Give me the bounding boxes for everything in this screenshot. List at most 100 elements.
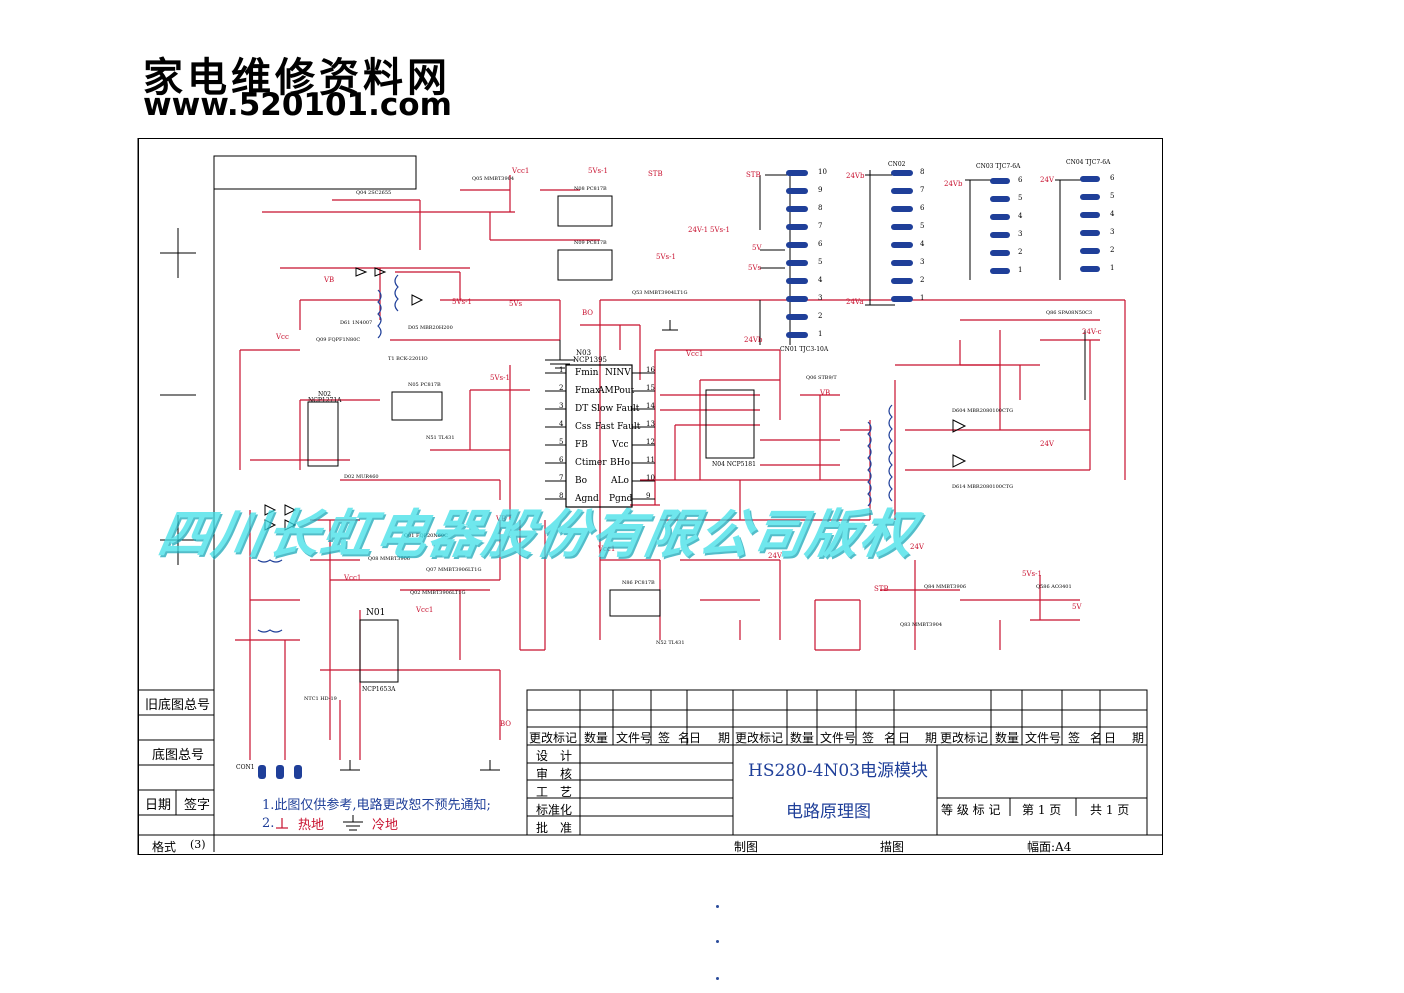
ic-pin-ampout: AMPout [598, 386, 635, 396]
ic-pin-number: 11 [646, 456, 655, 464]
role-approve: 批 准 [536, 821, 573, 835]
cn02-pin: 5 [920, 222, 925, 230]
part-label: N52 TL431 [656, 640, 685, 646]
net-label-vcc1: Vcc1 [686, 350, 704, 358]
cn04-pin: 2 [1110, 246, 1115, 254]
grade-mark-label: 等 级 标 记 [941, 803, 1001, 817]
title-block-grid [137, 689, 1163, 836]
net-label-vb: VB [496, 515, 507, 523]
drawing-title: 电路原理图 [786, 802, 871, 822]
ic-n02-ref: N02 [318, 391, 331, 398]
part-label: D604 MBR2080100CTG [952, 408, 1014, 414]
diode-symbols [264, 267, 967, 531]
net-label-5v: 5V [752, 244, 762, 252]
ic-pin-pgnd: Pgnd [609, 494, 633, 504]
connector-cn02-label: CN02 [888, 161, 906, 168]
cn01-pin: 3 [818, 294, 823, 302]
cn04-pin: 4 [1110, 210, 1115, 218]
net-label-24vb: 24Vb [744, 336, 763, 344]
ic-pin-dt: DT [575, 404, 589, 414]
page-dot [716, 905, 719, 908]
net-label-bo: BO [500, 720, 512, 728]
driver-label: N04 NCP5181 [712, 461, 756, 468]
format-value: (3) [190, 838, 206, 851]
col-header: 日 [689, 731, 702, 745]
part-label: NTC1 HD-19 [304, 696, 337, 702]
cn02-pin: 3 [920, 258, 925, 266]
part-label: Q08 MMBT3906 [368, 556, 411, 562]
col-header: 数量 [995, 731, 1020, 745]
col-header: 更改标记 [529, 731, 578, 745]
cn02-pin: 7 [920, 186, 925, 194]
part-label: D61 1N4007 [340, 320, 373, 326]
net-label-5vs-1: 5Vs-1 [1022, 570, 1042, 578]
ic-pin-css: Css [575, 422, 592, 432]
net-label-vcc1: Vcc1 [344, 574, 362, 582]
site-logo-name: 家电维修资料网 [143, 54, 451, 101]
ic-pin-bho: BHo [610, 458, 630, 468]
net-label-24v-c: 24V-c [1082, 328, 1102, 336]
ic-pin-number: 7 [559, 474, 564, 482]
part-label: D02 MUR460 [344, 474, 379, 480]
ic-pin-number: 4 [559, 420, 564, 428]
part-label: N09 PC817B [574, 240, 607, 246]
net-label-24vb: 24Vb [846, 172, 865, 180]
ic-pin-fb: FB [575, 440, 588, 450]
ic-pin-ctimer: Ctimer [575, 458, 607, 468]
connector-con1-label: CON1 [236, 764, 255, 771]
net-label-stb: STB [746, 171, 761, 179]
ic-pin-vcc: Vcc [612, 440, 629, 450]
ic-pin-fmax: Fmax [575, 386, 601, 396]
net-label-5vs-1: 5Vs-1 [588, 167, 608, 175]
old-drawing-number-label: 旧底图总号 [145, 698, 211, 713]
ic-pin-number: 9 [646, 492, 651, 500]
connector-cn03-label: CN03 TJC7-6A [976, 163, 1021, 170]
part-label: Q83 MMBT3904 [900, 622, 943, 628]
cn01-pin: 4 [818, 276, 823, 284]
cn01-pin: 7 [818, 222, 823, 230]
col-header: 文件号 [1025, 731, 1062, 745]
part-label: D05 MBR20H200 [408, 325, 453, 331]
net-label-vcc1: Vcc1 [416, 606, 434, 614]
red-traces [235, 175, 1126, 760]
date-label: 日期 [145, 798, 172, 813]
ic-pin-number: 2 [559, 384, 564, 392]
col-header: 数量 [584, 731, 609, 745]
drawn-by-label: 制图 [734, 840, 759, 854]
net-label-vcc: Vcc [276, 333, 289, 341]
part-label: Q53 MMBT3904LT1G [632, 290, 688, 296]
cn01-pin: 6 [818, 240, 823, 248]
part-label: Q07 MMBT3906LT1G [426, 567, 482, 573]
role-process: 工 艺 [536, 785, 573, 799]
ic-pin-number: 10 [646, 474, 655, 482]
cn02-pin: 2 [920, 276, 925, 284]
col-header: 日 [898, 731, 911, 745]
black-traces [340, 170, 1086, 771]
cn03-pin: 6 [1018, 176, 1023, 184]
ic-pin-fmin: Fmin [575, 368, 599, 378]
part-label: Q84 MMBT3906 [924, 584, 967, 590]
transformers [257, 274, 893, 633]
part-label: T1 BCK-2201IO [388, 356, 428, 362]
part-label: N51 TL431 [426, 435, 455, 441]
part-label: Q05 MMBT3904 [472, 176, 515, 182]
ic-pin-number: 5 [559, 438, 564, 446]
net-label-vcc1: Vcc1 [598, 545, 616, 553]
part-label: D614 MBR2080100CTG [952, 484, 1014, 490]
ic-pin-ninv: NINV [605, 368, 631, 378]
col-header: 日 [1104, 731, 1117, 745]
net-label-bo: BO [582, 309, 594, 317]
ic-n02-part: NCP1271A [308, 397, 342, 404]
ic-pin-alo: ALo [611, 476, 629, 486]
ic-pin-number: 6 [559, 456, 564, 464]
cn04-pin: 5 [1110, 192, 1115, 200]
net-label-24v: 24V [1040, 440, 1054, 448]
connector-cn04-label: CN04 TJC7-6A [1066, 159, 1111, 166]
ic-pin-number: 15 [646, 384, 655, 392]
net-label-24vb: 24Vb [944, 180, 963, 188]
part-label: Q86 SPA08N50C3 [1046, 310, 1093, 316]
page-dot [716, 977, 719, 980]
connector-pins [258, 170, 1100, 779]
ic-n01-part: NCP1653A [362, 686, 396, 693]
net-label-24v: 24V [1040, 176, 1054, 184]
